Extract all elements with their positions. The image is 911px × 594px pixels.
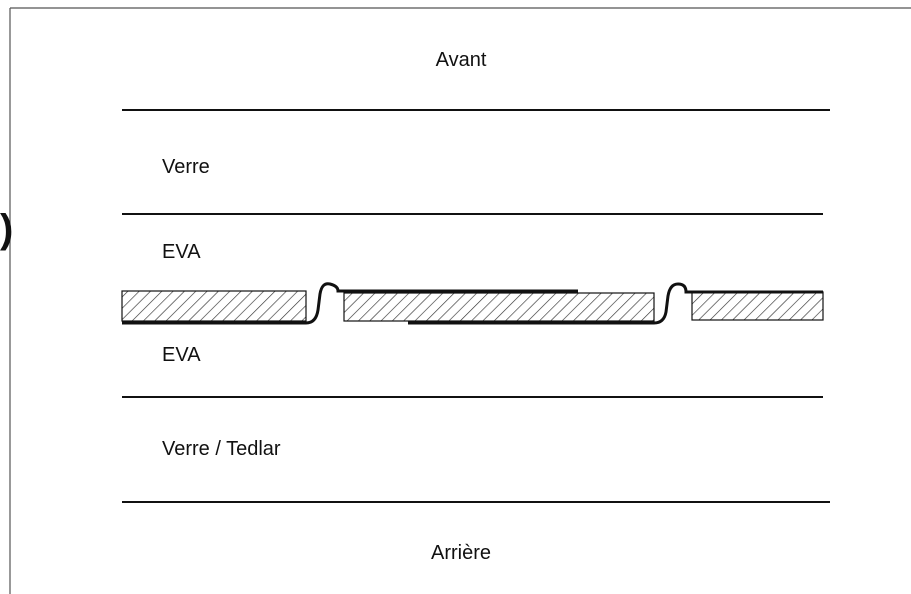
interconnect-ribbon-right	[408, 282, 823, 325]
label-eva-bottom: EVA	[162, 344, 201, 366]
label-front: Avant	[435, 49, 487, 71]
label-back-sheet: Verre / Tedlar	[162, 438, 281, 460]
label-rear: Arrière	[430, 542, 492, 564]
cropped-parenthesis: )	[0, 207, 14, 251]
solar-cell-middle	[343, 292, 655, 322]
interconnect-ribbon-left	[122, 282, 578, 325]
label-eva-top: EVA	[162, 241, 201, 263]
label-glass: Verre	[162, 156, 210, 178]
solar-cell-left	[121, 290, 307, 322]
solar-cell-right	[691, 291, 824, 321]
